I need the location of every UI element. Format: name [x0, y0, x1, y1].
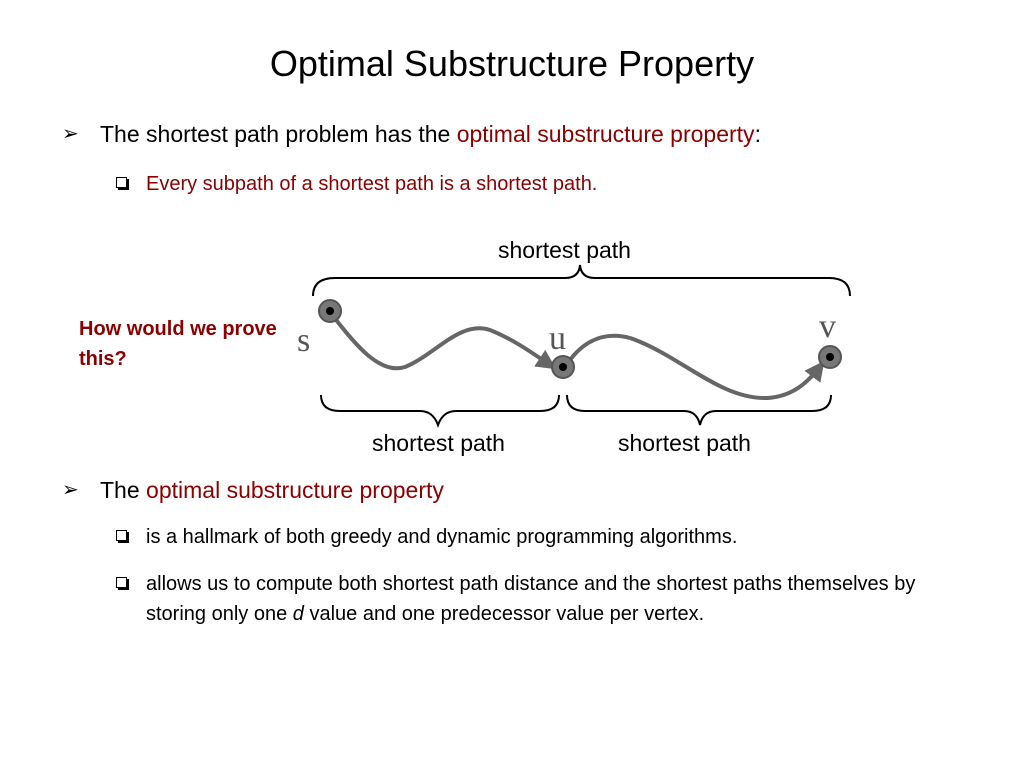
bullet-2-highlight: optimal substructure property [146, 477, 444, 503]
left-label: shortest path [372, 430, 505, 456]
node-v [818, 345, 842, 369]
sub-bullet-1-text: Every subpath of a shortest path is a sh… [146, 173, 598, 195]
node-u-label: u [549, 320, 566, 357]
sub-bullet-3-text: allows us to compute both shortest path … [146, 573, 916, 625]
proof-question: How would we prove this? [79, 318, 277, 370]
bullet-1-text: The shortest path problem has the optima… [100, 121, 761, 147]
top-label: shortest path [498, 237, 631, 263]
checkbox-bullet-icon [116, 177, 127, 188]
bottom-right-brace [566, 394, 832, 426]
arrow-bullet-icon: ➢ [62, 479, 79, 501]
right-label: shortest path [618, 430, 751, 456]
node-u [551, 355, 575, 379]
bullet-2-text: The optimal substructure property [100, 477, 444, 503]
slide-title: Optimal Substructure Property [269, 43, 755, 84]
arrow-bullet-icon: ➢ [62, 123, 79, 145]
path-u-to-v [565, 333, 825, 401]
bottom-left-brace [320, 394, 560, 428]
node-s [318, 299, 342, 323]
checkbox-bullet-icon [116, 577, 127, 588]
top-brace [312, 264, 851, 297]
path-s-to-u [328, 310, 557, 371]
node-v-label: v [819, 308, 836, 345]
bullet-1-highlight: optimal substructure property [456, 121, 755, 147]
node-s-label: s [297, 322, 311, 359]
checkbox-bullet-icon [116, 530, 127, 541]
sub-bullet-2-text: is a hallmark of both greedy and dynamic… [146, 526, 738, 548]
